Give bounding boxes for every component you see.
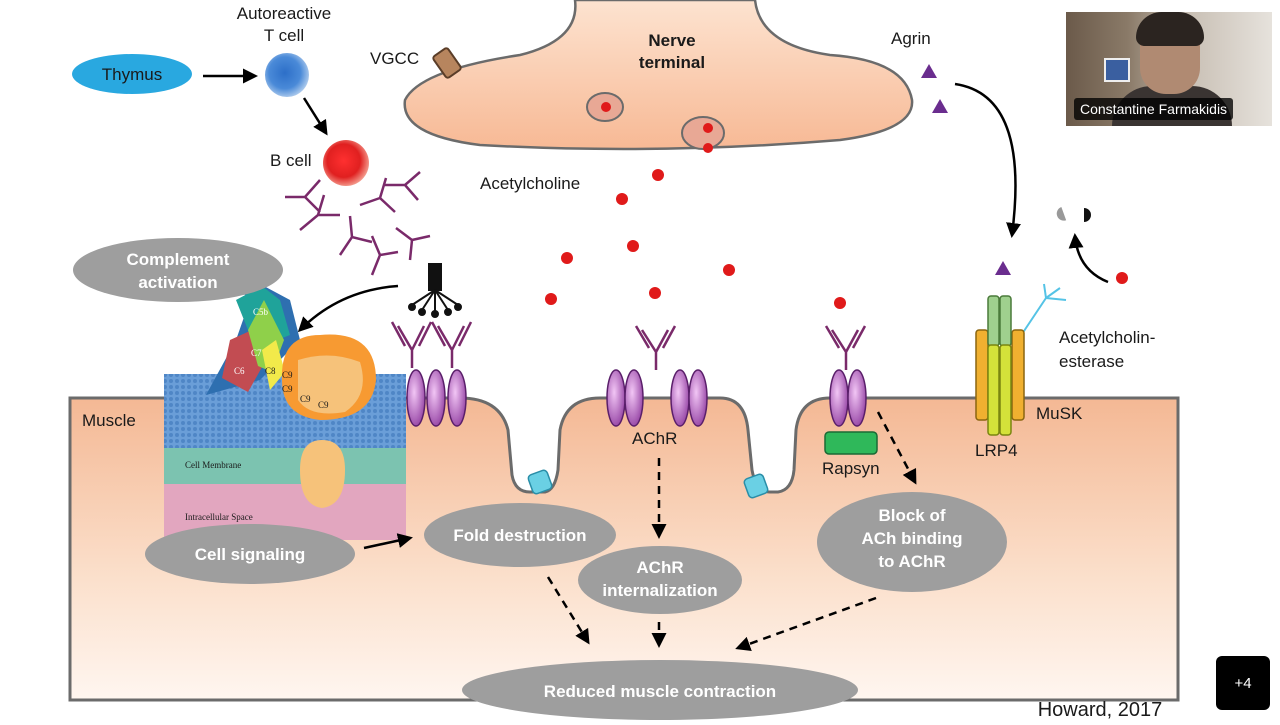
participant-hair [1136,12,1204,46]
acetylcholine-molecules [545,169,1128,309]
c5b-label: C5b [253,307,269,317]
autoreactive-label: Autoreactive [237,4,332,23]
c7-label: C7 [251,348,262,358]
activation-label: activation [138,273,217,292]
muscle-label: Muscle [82,411,136,430]
musk-label: MuSK [1036,404,1083,423]
achr-receptor-center-right [670,369,708,427]
vgcc-label: VGCC [370,49,419,68]
nerve-label: Nerve [648,31,695,50]
lrp4-musk-complex [975,295,1025,436]
ache-arrow [1068,233,1109,284]
ach-fragments [1056,207,1091,222]
t-cell [265,53,309,97]
citation: Howard, 2017 [1038,699,1163,720]
block-label-2: ACh binding [861,529,962,548]
achr-receptor-center-left [606,369,644,427]
ache-label-line2: esterase [1059,352,1124,371]
t-cell-label: T cell [264,26,304,45]
c9-label: C9 [282,370,293,380]
cell-signaling-oval [145,524,355,584]
signaling-arrow [363,533,413,550]
c6-label: C6 [234,366,245,376]
fold-destruction-label: Fold destruction [453,526,586,545]
achr-receptor-right [829,369,867,427]
rapsyn-protein [824,431,878,455]
complement-arrow [297,284,399,333]
achr-internalization-label-1: AChR [636,558,683,577]
c8-label: C8 [265,366,276,376]
participant-video-tile[interactable]: Constantine Farmakidis [1066,12,1272,126]
b-cell-label: B cell [270,151,312,170]
thymus-shape [72,54,192,94]
reduced-contraction-label: Reduced muscle contraction [544,682,776,701]
sodium-channel [527,469,553,495]
cell-signaling-label: Cell signaling [195,545,306,564]
lrp4-label: LRP4 [975,441,1018,460]
c9-label: C9 [318,400,329,410]
cell-membrane-layer [164,448,406,484]
agrin-label: Agrin [891,29,931,48]
block-label-3: to AChR [878,552,945,571]
dashed-arrows [546,411,917,651]
fold-destruction-oval [424,503,616,567]
vesicle [586,92,624,122]
c9-label: C9 [282,384,293,394]
reduced-contraction-oval [462,660,858,720]
achr-internalization-label-2: internalization [602,581,717,600]
block-ach-binding-oval [817,492,1007,592]
wall-poster [1104,58,1130,82]
tcell-arrow [302,97,328,136]
mac-complex [206,285,376,508]
nerve-terminal [403,0,914,151]
participant-name-label: Constantine Farmakidis [1074,98,1234,120]
sodium-channel [743,473,769,499]
thymus-label: Thymus [102,65,162,84]
ache-label-line1: Acetylcholin- [1059,328,1155,347]
complement-label: Complement [127,250,230,269]
acetylcholine-label: Acetylcholine [480,174,580,193]
terminal-label: terminal [639,53,705,72]
cell-membrane-label: Cell Membrane [185,460,241,470]
agrin-molecules [921,64,1011,275]
achr-receptor-left [406,369,467,427]
achr-internalization-oval [578,546,742,614]
mac-pins [408,263,462,318]
vgcc-channel [432,47,462,79]
achr-label: AChR [632,429,677,448]
complement-activation-oval [73,238,283,302]
more-participants-button[interactable]: +4 [1216,656,1270,710]
block-label-1: Block of [878,506,945,525]
b-cell [323,140,369,186]
rapsyn-label: Rapsyn [822,459,880,478]
antibodies-free [285,171,431,276]
vesicle [681,116,725,153]
intracellular-label: Intracellular Space [185,512,253,522]
c9-label: C9 [300,394,311,404]
ache-enzyme-icon [1021,283,1067,335]
agrin-arrow [954,82,1021,238]
antibodies-bound [390,321,867,370]
